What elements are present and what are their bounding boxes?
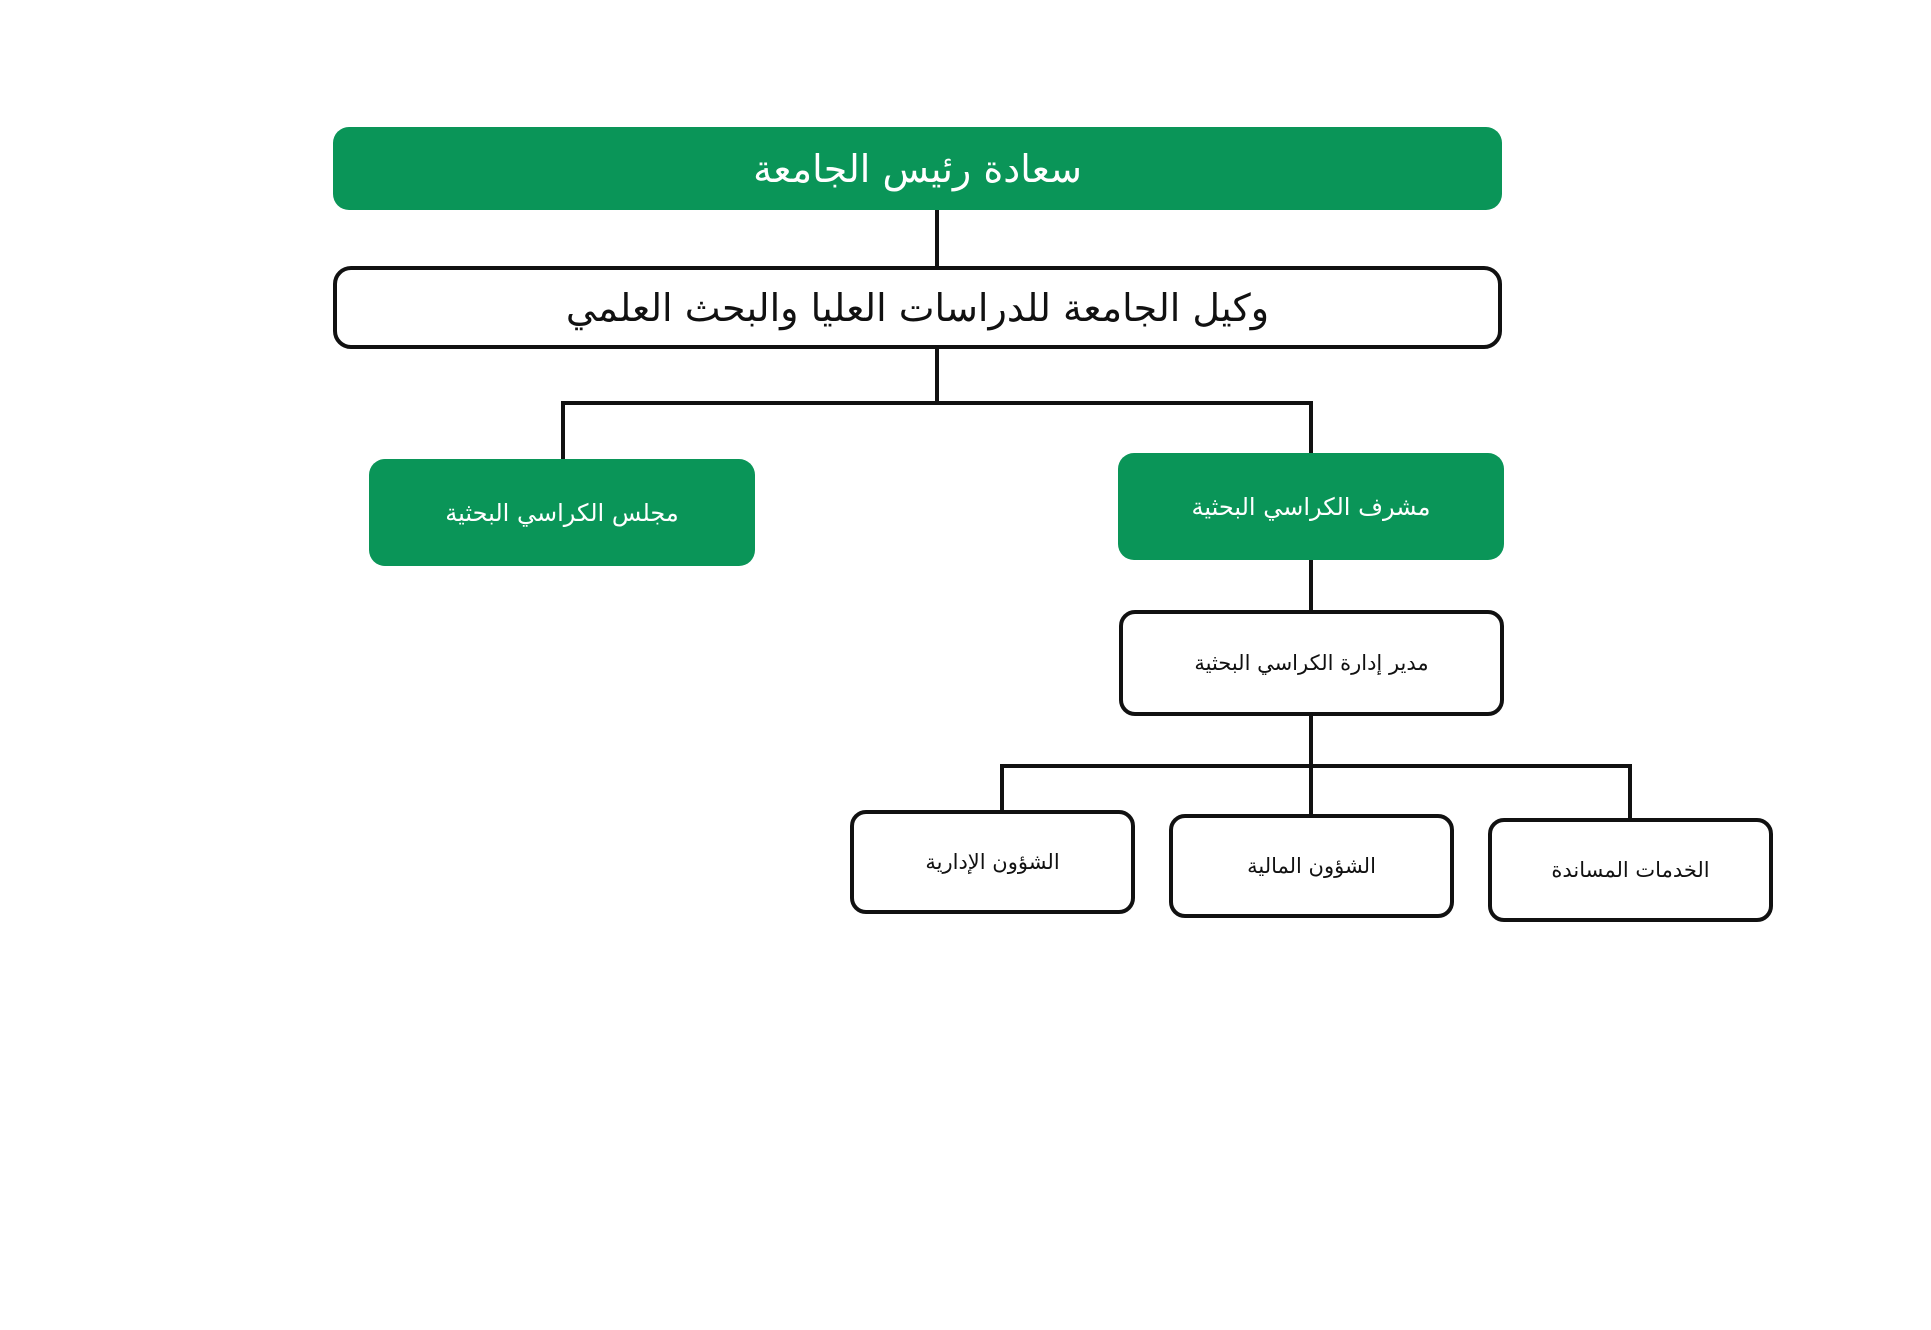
node-research-chairs-council: مجلس الكراسي البحثية: [369, 459, 755, 566]
node-label: الخدمات المساندة: [1551, 858, 1710, 882]
node-label: وكيل الجامعة للدراسات العليا والبحث العل…: [565, 285, 1270, 330]
node-financial-affairs: الشؤون المالية: [1169, 814, 1454, 918]
node-label: الشؤون المالية: [1247, 854, 1376, 878]
node-research-chairs-director: مدير إدارة الكراسي البحثية: [1119, 610, 1504, 716]
node-label: مشرف الكراسي البحثية: [1191, 492, 1431, 521]
node-vice-rector-graduate-studies: وكيل الجامعة للدراسات العليا والبحث العل…: [333, 266, 1502, 349]
node-label: الشؤون الإدارية: [925, 850, 1060, 874]
node-support-services: الخدمات المساندة: [1488, 818, 1773, 922]
node-research-chairs-supervisor: مشرف الكراسي البحثية: [1118, 453, 1504, 560]
node-label: سعادة رئيس الجامعة: [753, 146, 1082, 191]
node-university-president: سعادة رئيس الجامعة: [333, 127, 1502, 210]
node-administrative-affairs: الشؤون الإدارية: [850, 810, 1135, 914]
node-label: مجلس الكراسي البحثية: [445, 498, 679, 527]
node-label: مدير إدارة الكراسي البحثية: [1194, 651, 1429, 675]
